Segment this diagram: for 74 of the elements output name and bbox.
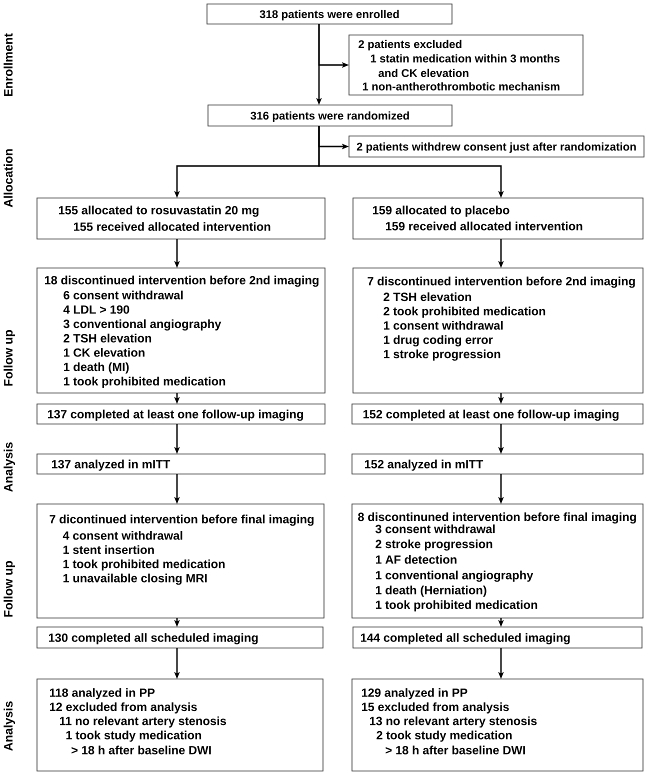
step-text: 137 analyzed in mITT	[52, 460, 170, 471]
heading: 8 discontinuned intervention before final imaging	[358, 512, 636, 524]
process-box	[348, 34, 584, 96]
process-box	[36, 454, 326, 474]
step-text: 152 analyzed in mITT	[364, 460, 484, 471]
step-text: 137 completed at least one follow-up imaging	[48, 410, 303, 421]
step-text: 316 patients were randomized	[250, 111, 409, 122]
step-text: 318 patients were enrolled	[260, 10, 399, 20]
process-box	[352, 268, 644, 394]
heading: 18 discontinued intervention before 2nd imaging	[44, 276, 318, 287]
stage-label: Enrollment	[4, 33, 13, 96]
list-item: 1 statin medication within 3 months and CK elevation	[370, 54, 560, 78]
list-item: 4 consent withdrawal	[62, 531, 182, 540]
list-item: 6 consent withdrawal	[64, 290, 183, 300]
process-box	[36, 626, 324, 648]
list-item: 1 death (MI)	[64, 362, 129, 374]
process-box	[352, 678, 644, 772]
list-item: 1 consent withdrawal	[384, 320, 503, 330]
heading: 159 allocated to placebo	[372, 206, 510, 217]
list-item: 2 TSH elevation	[384, 292, 472, 302]
list-item: 1 took prohibited medication	[63, 559, 225, 571]
process-box	[208, 104, 452, 126]
process-box	[206, 4, 452, 24]
list-item: 2 TSH elevation	[64, 334, 152, 342]
list-item: 2 took study medication > 18 h after baseline DWI	[376, 730, 525, 754]
list-item: 1 AF detection	[376, 555, 456, 564]
stage-label: Follow up	[4, 561, 16, 617]
heading: 118 analyzed in PP	[50, 688, 155, 700]
list-item: 3 conventional angiography	[63, 319, 222, 330]
stage-label: Analysis	[4, 442, 16, 492]
list-item: 1 non-antherothrombotic mechanism	[362, 82, 560, 90]
process-box	[36, 678, 324, 772]
list-item: 12 excluded from analysis	[50, 702, 197, 714]
process-box	[352, 198, 644, 240]
list-item: 1 stroke progression	[384, 350, 500, 361]
heading: 155 allocated to rosuvastatin 20 mg	[58, 206, 258, 217]
process-box	[348, 136, 644, 158]
stage-label: Analysis	[4, 701, 16, 751]
process-box	[352, 454, 644, 474]
heading: 129 analyzed in PP	[362, 688, 468, 700]
list-item: 1 CK elevation	[64, 348, 144, 357]
step-text: 130 completed all scheduled imaging	[48, 633, 258, 644]
list-item: 1 conventional angiography	[376, 570, 534, 582]
list-item: 11 no relevant artery stenosis	[60, 716, 226, 728]
list-item: 1 stent insertion	[63, 545, 154, 554]
heading: 2 patients excluded	[358, 40, 462, 50]
step-text: 2 patients withdrew consent just after randomization	[356, 142, 636, 153]
process-box	[352, 404, 644, 424]
list-item: 13 no relevant artery stenosis	[370, 716, 537, 728]
process-box	[352, 626, 642, 648]
list-item: 159 received allocated intervention	[386, 222, 582, 230]
heading: 7 dicontinued intervention before final imaging	[50, 514, 314, 526]
list-item: 2 stroke progression	[376, 539, 492, 551]
process-box	[36, 404, 326, 424]
stage-label: Allocation	[4, 149, 13, 208]
list-item: 3 consent withdrawal	[375, 524, 495, 534]
process-box	[352, 504, 644, 618]
list-item: 4 LDL > 190	[63, 305, 130, 314]
list-item: 1 death (Herniation)	[376, 586, 486, 597]
list-item: 1 drug coding error	[384, 335, 493, 346]
list-item: 155 received allocated intervention	[74, 222, 270, 231]
step-text: 144 completed all scheduled imaging	[360, 633, 570, 644]
step-text: 152 completed at least one follow-up imaging	[363, 410, 618, 421]
list-item: 1 took prohibited medication	[376, 600, 538, 612]
list-item: 1 unavailable closing MRI	[63, 574, 207, 585]
stage-label: Follow up	[4, 330, 16, 386]
heading: 7 discontinued intervention before 2nd imaging	[368, 276, 635, 288]
list-item: 15 excluded from analysis	[362, 702, 509, 714]
list-item: 1 took study medication > 18 h after baseline DWI	[66, 730, 211, 754]
process-box	[36, 268, 326, 394]
process-box	[36, 504, 324, 618]
list-item: 1 took prohibited medication	[64, 376, 226, 388]
process-box	[36, 198, 326, 240]
list-item: 2 took prohibited medication	[384, 306, 546, 318]
